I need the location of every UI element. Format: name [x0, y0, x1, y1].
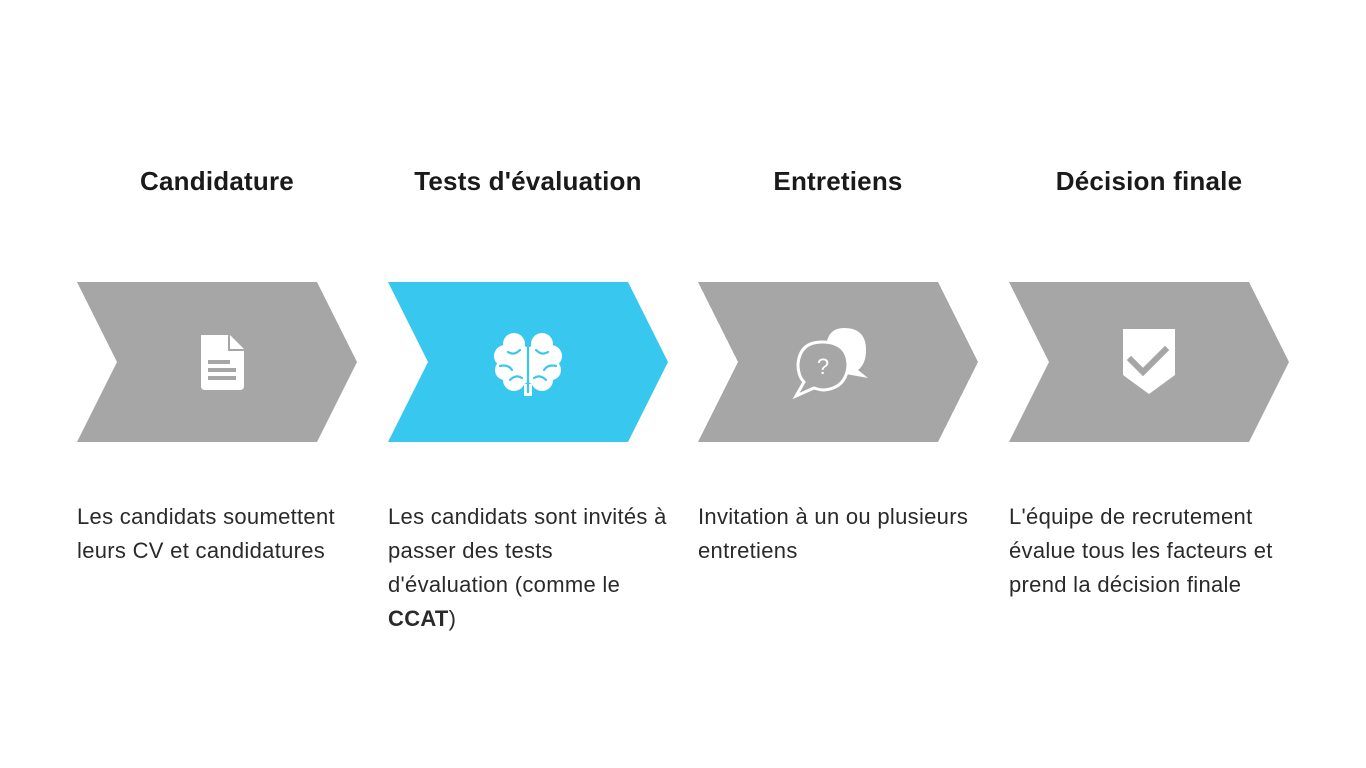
- step-title-candidature: Candidature: [140, 166, 294, 196]
- shield-check-icon: [1099, 322, 1199, 402]
- step-description-tests-text: Les candidats sont invités à passer des …: [388, 504, 667, 597]
- ccat-emphasis: CCAT: [388, 606, 449, 631]
- document-icon: [170, 322, 270, 402]
- brain-icon: [478, 322, 578, 402]
- step-title-entretiens: Entretiens: [773, 166, 903, 196]
- svg-text:?: ?: [817, 354, 829, 379]
- chat-question-icon: ?: [788, 322, 888, 402]
- step-title-decision: Décision finale: [1055, 166, 1243, 196]
- step-description-entretiens: Invitation à un ou plusieurs entretiens: [698, 504, 969, 563]
- step-description-decision: L'équipe de recrutement évalue tous les …: [1009, 504, 1273, 597]
- step-description-candidature: Les candidats soumettent leurs CV et can…: [77, 504, 335, 563]
- step-description-tests: Les candidats sont invités à passer des …: [388, 500, 678, 636]
- step-description-tests-close: ): [448, 606, 457, 631]
- step-title-tests: Tests d'évaluation: [414, 166, 642, 196]
